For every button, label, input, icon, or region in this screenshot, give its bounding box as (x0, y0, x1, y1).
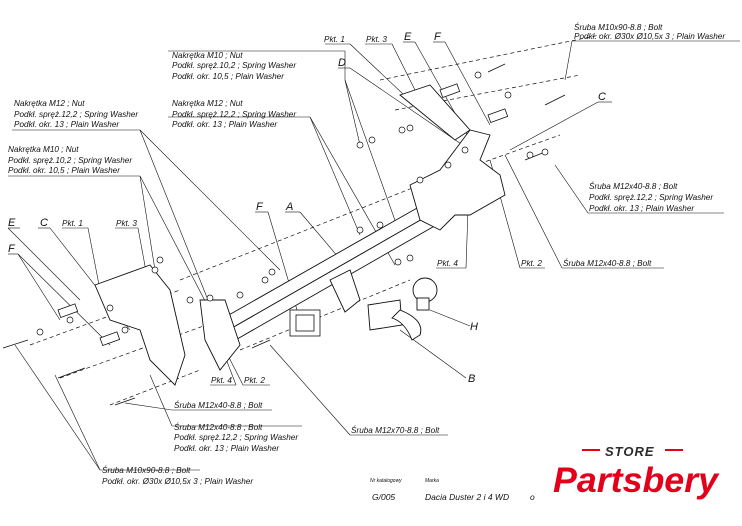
logo-name: Partsbery (553, 461, 720, 500)
label-bolt-m12x40-bottom2-3: Podkł. okr. 13 ; Plain Washer (174, 444, 279, 453)
vehicle-model: Dacia Duster 2 i 4 WD (425, 492, 509, 502)
brand-label: Marka (425, 478, 439, 484)
ref-f-mid: F (256, 201, 264, 213)
spacer-tubes (57, 83, 509, 347)
ref-h: H (470, 321, 478, 333)
left-bracket (94, 264, 241, 386)
label-nut-m12-top-2: Podkł. spręż.12,2 ; Spring Washer (172, 110, 296, 119)
fasteners (36, 71, 549, 336)
socket-plate (289, 309, 321, 337)
cross-beam (219, 194, 453, 343)
label-nut-m10-left-2: Podkł. spręż.10,2 ; Spring Washer (8, 156, 132, 165)
label-bolt-m12x40-bottom2-2: Podkł. spręż.12,2 ; Spring Washer (174, 433, 298, 442)
ref-d: D (338, 57, 346, 69)
ref-pkt2-bottom: Pkt. 2 (244, 376, 265, 385)
label-nut-m12-left-1: Nakrętka M12 ; Nut (14, 99, 85, 108)
label-bolt-m10x90-top-2: Podkł. okr. Ø30x Ø10,5x 3 ; Plain Washer (574, 32, 725, 41)
ref-pkt4-right: Pkt. 4 (437, 259, 458, 268)
label-bolt-m12x40-right-2: Podkł. spręż.12,2 ; Spring Washer (589, 193, 713, 202)
label-bolt-m12x70: Śruba M12x70-8.8 ; Bolt (351, 424, 440, 435)
logo-store: STORE (605, 444, 655, 459)
label-bolt-m10x90-bottom-2: Podkł. okr. Ø30x Ø10,5x 3 ; Plain Washer (102, 477, 253, 486)
ball-mount (329, 269, 438, 341)
label-bolt-m12x40-bottom2-1: Śruba M12x40-8.8 ; Bolt (174, 421, 263, 432)
reference-letters: Pkt. 1 Pkt. 3 E F D C E C Pkt. 1 Pkt. 3 … (8, 31, 606, 385)
label-bolt-m12x40-right2: Śruba M12x40-8.8 ; Bolt (563, 257, 652, 268)
ref-pkt3-top: Pkt. 3 (366, 35, 387, 44)
ref-pkt1-top: Pkt. 1 (324, 35, 345, 44)
label-bolt-m10x90-bottom-1: Śruba M10x90-8.8 ; Bolt (102, 464, 191, 475)
ref-e-left: E (8, 217, 16, 229)
label-nut-m10-top-2: Podkł. spręż.10,2 ; Spring Washer (172, 61, 296, 70)
ref-f-left: F (8, 243, 16, 255)
label-nut-m12-top-3: Podkł. okr. 13 ; Plain Washer (172, 120, 277, 129)
small-mark: o (530, 492, 535, 502)
label-nut-m10-top-3: Podkł. okr. 10,5 ; Plain Washer (172, 72, 284, 81)
ref-c-left: C (40, 217, 48, 229)
label-bolt-m12x40-right-3: Podkł. okr. 13 ; Plain Washer (589, 204, 694, 213)
title-block: Nr katalogowy G/005 Marka Dacia Duster 2… (370, 478, 535, 502)
ref-pkt1-left: Pkt. 1 (62, 219, 83, 228)
ref-pkt2-right: Pkt. 2 (521, 259, 542, 268)
label-nut-m12-left-2: Podkł. spręż.12,2 ; Spring Washer (14, 110, 138, 119)
ref-c-right: C (598, 91, 606, 103)
label-nut-m12-left-3: Podkł. okr. 13 ; Plain Washer (14, 120, 119, 129)
ref-a: A (285, 201, 293, 213)
ref-e-top: E (404, 31, 412, 43)
label-bolt-m10x90-top-1: Śruba M10x90-8.8 ; Bolt (574, 21, 663, 32)
label-bolt-m12x40-bottom: Śruba M12x40-8.8 ; Bolt (174, 399, 263, 410)
catalog-number: G/005 (372, 492, 395, 502)
ref-f-top: F (434, 31, 442, 43)
ref-pkt4-bottom: Pkt. 4 (211, 376, 232, 385)
label-nut-m12-top-1: Nakrętka M12 ; Nut (172, 99, 243, 108)
label-nut-m10-left-1: Nakrętka M10 ; Nut (8, 145, 79, 154)
label-nut-m10-top-1: Nakrętka M10 ; Nut (172, 51, 243, 60)
diagram-lines (2, 34, 740, 471)
bolts (2, 63, 566, 406)
catalog-label: Nr katalogowy (370, 478, 402, 484)
label-bolt-m12x40-right-1: Śruba M12x40-8.8 ; Bolt (589, 180, 678, 191)
label-nut-m10-left-3: Podkł. okr. 10,5 ; Plain Washer (8, 166, 120, 175)
ref-b: B (468, 373, 475, 385)
right-bracket (399, 84, 506, 231)
partsbery-logo: STORE Partsbery (553, 444, 720, 500)
part-labels: Nakrętka M10 ; Nut Podkł. spręż.10,2 ; S… (8, 21, 725, 486)
ref-pkt3-left: Pkt. 3 (116, 219, 137, 228)
